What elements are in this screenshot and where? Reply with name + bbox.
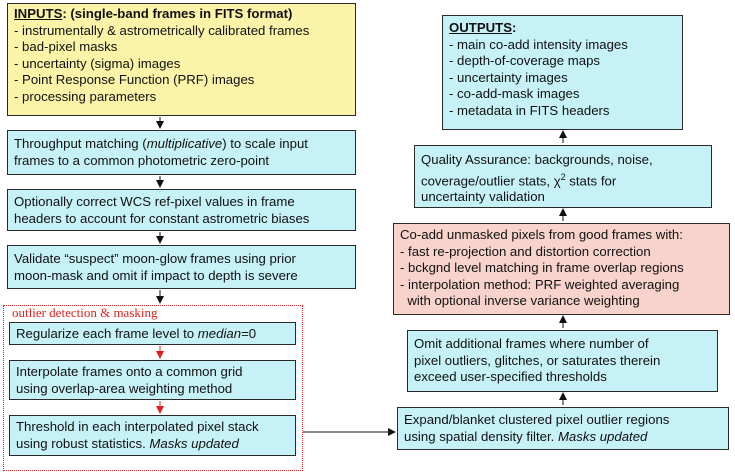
- qa-step: Quality Assurance: backgrounds, noise, c…: [414, 145, 712, 208]
- throughput-step: Throughput matching (multiplicative) to …: [7, 130, 356, 175]
- coadd-item: - bckgnd level matching in frame overlap…: [400, 260, 684, 275]
- regularize-step: Regularize each frame level to median=0: [9, 322, 296, 345]
- outlier-group: [3, 305, 303, 471]
- outputs-item: - depth-of-coverage maps: [449, 53, 600, 68]
- outputs-item: - main co-add intensity images: [449, 36, 628, 52]
- coadd-line1: Co-add unmasked pixels from good frames …: [400, 227, 683, 242]
- outputs-box: OUTPUTS: - main co-add intensity images …: [442, 15, 683, 130]
- outlier-group-label: outlier detection & masking: [12, 305, 158, 320]
- coadd-item: with optional inverse variance weighting: [400, 293, 640, 308]
- coadd-item: - interpolation method: PRF weighted ave…: [400, 276, 680, 292]
- qa-line1: Quality Assurance: backgrounds, noise,: [421, 152, 653, 167]
- coadd-item: - fast re-projection and distortion corr…: [400, 243, 651, 259]
- inputs-item: - bad-pixel masks: [14, 39, 118, 54]
- threshold-line1: Threshold in each interpolated pixel sta…: [16, 419, 259, 434]
- inputs-heading: INPUTS: (single-band frames in FITS form…: [14, 6, 293, 21]
- inputs-item: - processing parameters: [14, 88, 157, 104]
- omit-step: Omit additional frames where number of p…: [407, 330, 718, 392]
- interpolate-step: Interpolate frames onto a common grid us…: [9, 360, 296, 400]
- threshold-line2: using robust statistics. Masks updated: [16, 435, 239, 451]
- wcs-step: Optionally correct WCS ref-pixel values …: [7, 189, 356, 231]
- interpolate-line1: Interpolate frames onto a common grid: [16, 364, 243, 379]
- wcs-line2: headers to account for constant astromet…: [14, 210, 310, 226]
- moon-line2: moon-mask and omit if impact to depth is…: [14, 267, 298, 283]
- moon-line1: Validate “suspect” moon-glow frames usin…: [14, 251, 296, 266]
- qa-line2: coverage/outlier stats, χ2 stats for: [421, 171, 617, 188]
- outputs-heading: OUTPUTS:: [449, 20, 517, 35]
- throughput-line2: frames to a common photometric zero-poin…: [14, 152, 270, 168]
- expand-line2: using spatial density filter. Masks upda…: [404, 428, 648, 444]
- coadd-step: Co-add unmasked pixels from good frames …: [393, 223, 730, 315]
- outputs-item: - uncertainty images: [449, 69, 568, 85]
- inputs-item: - Point Response Function (PRF) images: [14, 72, 255, 87]
- interpolate-line2: using overlap-area weighting method: [16, 380, 233, 396]
- throughput-line1: Throughput matching (multiplicative) to …: [14, 136, 308, 151]
- omit-line3: exceed user-specified thresholds: [414, 369, 607, 384]
- outputs-item: - metadata in FITS headers: [449, 102, 610, 118]
- inputs-item: - uncertainty (sigma) images: [14, 55, 181, 71]
- omit-line1: Omit additional frames where number of: [414, 336, 649, 351]
- expand-step: Expand/blanket clustered pixel outlier r…: [397, 407, 729, 450]
- chi-symbol: χ: [553, 172, 561, 188]
- moon-glow-step: Validate “suspect” moon-glow frames usin…: [7, 245, 356, 289]
- wcs-line1: Optionally correct WCS ref-pixel values …: [14, 194, 295, 209]
- outputs-item: - co-add-mask images: [449, 86, 580, 101]
- threshold-step: Threshold in each interpolated pixel sta…: [9, 415, 296, 456]
- regularize-text: Regularize each frame level to median=0: [16, 326, 257, 341]
- inputs-item: - instrumentally & astrometrically calib…: [14, 22, 310, 38]
- omit-line2: pixel outliers, glitches, or saturates t…: [414, 352, 661, 368]
- qa-line3: uncertainty validation: [421, 189, 545, 205]
- inputs-box: INPUTS: (single-band frames in FITS form…: [7, 3, 356, 116]
- expand-line1: Expand/blanket clustered pixel outlier r…: [404, 412, 670, 427]
